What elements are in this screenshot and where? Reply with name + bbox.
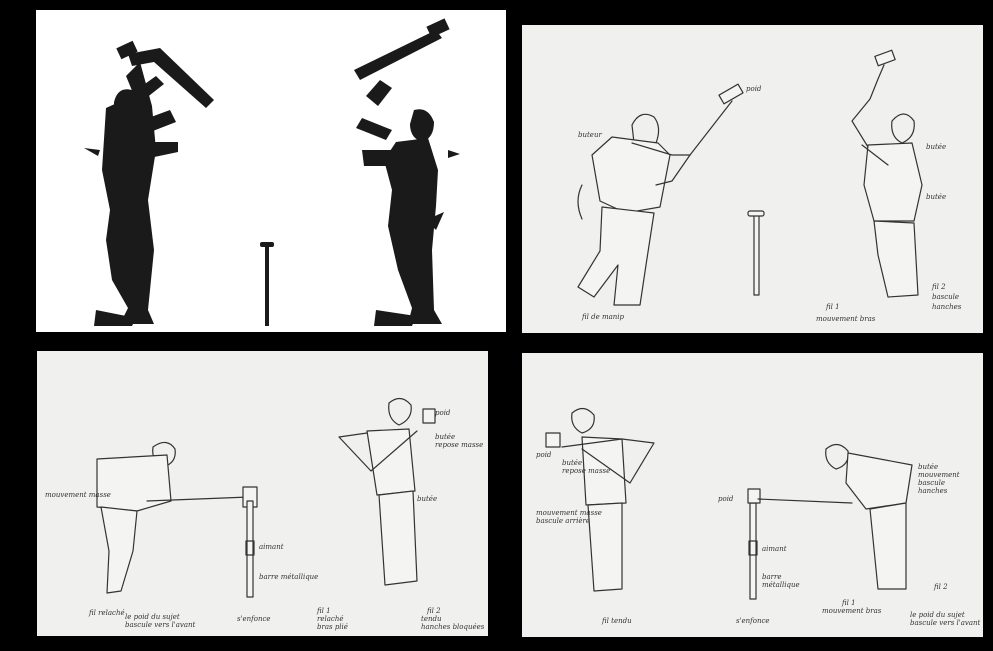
right-bent-sketch-figure <box>758 444 912 589</box>
annotation-label: fil 1 <box>841 599 856 607</box>
sketch-panel-raised: buteur poid butée butée fil de manip fil… <box>522 25 983 333</box>
annotation-label: barre métallique <box>259 573 318 581</box>
annotation-label: butée <box>417 495 437 503</box>
annotation-label: bascule vers l'avant <box>910 619 981 627</box>
annotation-label: fil de manip <box>581 313 625 321</box>
annotation-label: butée <box>918 463 938 471</box>
annotation-label: aimant <box>259 543 284 551</box>
annotation-label: bascule arrière <box>536 517 590 525</box>
annotation-label: fil 2 <box>426 607 441 615</box>
annotation-label: bascule vers l'avant <box>125 621 196 629</box>
left-upright-sketch-figure <box>546 408 654 591</box>
annotation-label: fil tendu <box>601 617 632 625</box>
annotation-label: s'enfonce <box>736 617 770 625</box>
nail-with-magnet-sketch <box>246 501 254 597</box>
annotation-label: bascule <box>918 479 945 487</box>
right-sketch-figure <box>852 50 922 297</box>
annotation-label: aimant <box>762 545 787 553</box>
left-bent-sketch-figure <box>97 442 257 593</box>
annotation-label: mouvement masse <box>536 509 602 517</box>
annotation-label: butée <box>926 143 946 151</box>
annotation-label: le poid du sujet <box>910 611 965 619</box>
right-silhouette-figure <box>354 18 460 326</box>
annotation-label: relaché <box>317 615 343 623</box>
annotation-label: poid <box>746 85 762 93</box>
silhouette-panel <box>36 10 506 332</box>
annotation-label: buteur <box>578 131 602 139</box>
annotation-label: mouvement masse <box>45 491 111 499</box>
annotation-label: le poid du sujet <box>125 613 180 621</box>
annotation-label: hanches <box>918 487 948 495</box>
annotation-label: fil 1 <box>316 607 331 615</box>
sketch-strike-left-illustration: poid butée repose masse mouvement masse … <box>37 351 488 636</box>
annotation-label: hanches bloquées <box>421 623 485 631</box>
annotation-label: poid <box>435 409 451 417</box>
annotation-label: mouvement <box>918 471 960 479</box>
annotation-label: s'enfonce <box>237 615 271 623</box>
annotation-label: bras plié <box>317 623 348 631</box>
annotation-label: tendu <box>421 615 442 623</box>
sketch-panel-strike-left: poid butée repose masse mouvement masse … <box>37 351 488 636</box>
nail-sketch <box>748 211 764 295</box>
right-upright-sketch-figure <box>339 398 435 585</box>
silhouette-illustration <box>36 10 506 332</box>
annotation-label: butée <box>562 459 582 467</box>
annotation-label: poid <box>536 451 552 459</box>
left-sketch-figure <box>578 84 743 305</box>
annotation-label: fil 2 <box>931 283 946 291</box>
annotation-label: repose masse <box>435 441 483 449</box>
sketch-raised-illustration: buteur poid butée butée fil de manip fil… <box>522 25 983 333</box>
annotation-label: butée <box>435 433 455 441</box>
annotation-label: repose masse <box>562 467 610 475</box>
left-silhouette-figure <box>84 41 214 326</box>
annotation-label: bascule <box>932 293 959 301</box>
annotation-label: mouvement bras <box>822 607 882 615</box>
sketch-panel-strike-right: poid butée repose masse mouvement masse … <box>522 353 983 637</box>
nail-silhouette <box>260 242 274 326</box>
nail-with-magnet-sketch <box>748 489 760 599</box>
annotation-label: mouvement bras <box>816 315 876 323</box>
annotation-label: fil relaché <box>88 609 125 617</box>
annotation-label: métallique <box>762 581 800 589</box>
annotation-label: barre <box>762 573 782 581</box>
annotation-label: poid <box>718 495 734 503</box>
annotation-label: fil 1 <box>825 303 840 311</box>
annotation-label: fil 2 <box>933 583 948 591</box>
annotation-label: butée <box>926 193 946 201</box>
sketch-strike-right-illustration: poid butée repose masse mouvement masse … <box>522 353 983 637</box>
annotation-label: hanches <box>932 303 962 311</box>
